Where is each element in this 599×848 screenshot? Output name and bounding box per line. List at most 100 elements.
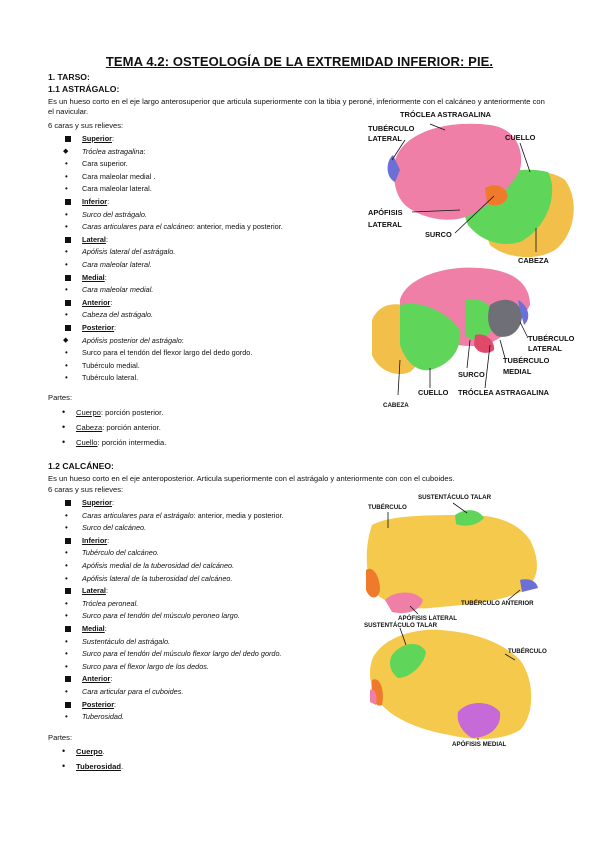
astragalo-partes: Cuerpo: porción posterior. Cabeza: porci…	[58, 405, 166, 450]
label-c-sustentaculo-b: SUSTENTÁCULO TALAR	[364, 622, 438, 629]
list-item: Cuerpo.	[58, 744, 123, 759]
leader-line	[452, 502, 468, 514]
astragalo-head-region-b	[372, 304, 426, 375]
list-item: Lateral:	[62, 234, 283, 247]
label-c-apofisis-medial: APÓFISIS MEDIAL	[452, 741, 507, 748]
list-item: Cuerpo: porción posterior.	[58, 405, 166, 420]
astragalo-red-b	[474, 334, 495, 353]
list-item: Tubérculo lateral.	[62, 372, 283, 385]
list-item: Sustentáculo del astrágalo.	[62, 636, 284, 649]
list-item: Cabeza: porción anterior.	[58, 420, 166, 435]
list-item: Cara maleolar medial .	[62, 171, 283, 184]
label-tub-lateral-b1: TUBÉRCULO	[528, 334, 575, 343]
label-surco: SURCO	[425, 230, 452, 239]
leader-line	[429, 123, 446, 131]
calcaneo-pink-b	[370, 689, 377, 705]
astragalo-intro: Es un hueso corto en el eje largo antero…	[48, 97, 545, 116]
leader-line	[391, 139, 406, 161]
list-item: Lateral:	[62, 585, 284, 598]
label-c-tuberculo-b: TUBÉRCULO	[508, 648, 547, 655]
label-cuello-b: CUELLO	[418, 388, 449, 397]
calcaneo-orange-b	[371, 679, 383, 706]
calcaneo-anterior-blue	[520, 579, 538, 592]
list-item: Surco para el tendón del músculo flexor …	[62, 648, 284, 661]
leader-line	[454, 195, 495, 234]
label-tub-lateral-b2: LATERAL	[528, 344, 562, 353]
leader-line	[519, 321, 529, 339]
label-tub-medial-2: MEDIAL	[503, 367, 532, 376]
astragalo-neck-region	[455, 169, 553, 245]
section-heading-calcaneo: 1.2 CALCÁNEO:	[48, 461, 114, 471]
leader-line	[399, 627, 407, 646]
astragalo-list: Superior: Tróclea astragalina: Cara supe…	[62, 133, 283, 385]
calcaneo-posterior-orange	[366, 568, 380, 598]
list-item: Apófisis medial de la tuberosidad del ca…	[62, 560, 284, 573]
list-item: Medial:	[62, 623, 284, 636]
list-item: Surco para el tendón del flexor largo de…	[62, 347, 283, 360]
list-item: Inferior:	[62, 196, 283, 209]
calcaneo-body-b	[370, 629, 532, 739]
page-title: TEMA 4.2: OSTEOLOGÍA DE LA EXTREMIDAD IN…	[105, 54, 494, 69]
calcaneo-partes-label: Partes:	[48, 733, 73, 742]
list-item: Caras articulares para el astrágalo: ant…	[62, 510, 284, 523]
calcaneo-intro: Es un hueso corto en el eje anteroposter…	[48, 474, 455, 483]
calcaneo-purple-b	[457, 703, 501, 738]
calcaneo-partes: Cuerpo. Tuberosidad.	[58, 744, 123, 774]
list-item: Apófisis lateral del astrágalo.	[62, 246, 283, 259]
list-item: Tubérculo del calcáneo.	[62, 547, 284, 560]
section-heading-tarso: 1. TARSO:	[48, 72, 90, 82]
list-item: Tróclea peroneal.	[62, 598, 284, 611]
list-item: Surco para el tendón del músculo peroneo…	[62, 610, 284, 623]
label-surco-b: SURCO	[458, 370, 485, 379]
label-cabeza-b: CABEZA	[383, 402, 409, 409]
leader-line	[484, 344, 491, 389]
label-troclea-b: TRÓCLEA ASTRAGALINA	[458, 388, 550, 397]
astragalo-lateral-process	[485, 185, 508, 206]
label-c-tuberculo: TUBÉRCULO	[368, 504, 407, 511]
list-item: Cara maleolar lateral.	[62, 183, 283, 196]
label-cuello: CUELLO	[505, 133, 536, 142]
astragalo-green-b2	[465, 299, 495, 341]
astragalo-partes-label: Partes:	[48, 393, 73, 402]
calcaneo-body	[366, 515, 537, 609]
calcaneo-caras: 6 caras y sus relieves:	[48, 485, 124, 494]
list-item: Tróclea astragalina:	[62, 146, 283, 159]
label-cabeza: CABEZA	[518, 256, 549, 265]
label-apofisis-2: LATERAL	[368, 220, 402, 229]
list-item: Tuberosidad.	[62, 711, 284, 724]
list-item: Inferior:	[62, 535, 284, 548]
list-item: Cabeza del astrágalo.	[62, 309, 283, 322]
leader-line	[409, 605, 419, 615]
astragalo-trochlea-region	[393, 123, 522, 220]
label-tub-lateral-2: LATERAL	[368, 134, 402, 143]
list-item: Cara maleolar medial.	[62, 284, 283, 297]
list-item: Posterior:	[62, 322, 283, 335]
list-item: Cara maleolar lateral.	[62, 259, 283, 272]
list-item: Cuello: porción intermedia.	[58, 435, 166, 450]
astragalo-gray-b	[488, 299, 522, 337]
list-item: Cara articular para el cuboides.	[62, 686, 284, 699]
calcaneo-pink-tuberosity	[385, 592, 423, 614]
list-item: Apófisis lateral de la tuberosidad del c…	[62, 573, 284, 586]
list-item: Tuberosidad.	[58, 759, 123, 774]
list-item: Caras articulares para el calcáneo: ante…	[62, 221, 283, 234]
list-item: Anterior:	[62, 673, 284, 686]
astragalo-caras: 6 caras y sus relieves:	[48, 121, 124, 130]
label-tub-lateral-1: TUBÉRCULO	[368, 124, 415, 133]
section-heading-astragalo: 1.1 ASTRÁGALO:	[48, 84, 120, 94]
label-c-sustentaculo: SUSTENTÁCULO TALAR	[418, 494, 492, 501]
label-troclea: TRÓCLEA ASTRAGALINA	[400, 110, 492, 119]
list-item: Posterior:	[62, 699, 284, 712]
calcaneo-list: Superior: Caras articulares para el astr…	[62, 497, 284, 724]
list-item: Cara superior.	[62, 158, 283, 171]
list-item: Surco del calcáneo.	[62, 522, 284, 535]
list-item: Surco del astrágalo.	[62, 209, 283, 222]
list-item: Superior:	[62, 497, 284, 510]
leader-line	[397, 359, 401, 396]
list-item: Anterior:	[62, 297, 283, 310]
label-tub-medial-1: TUBÉRCULO	[503, 356, 550, 365]
list-item: Apófisis posterior del astrágalo:	[62, 335, 283, 348]
leader-line	[466, 339, 471, 369]
astragalo-lateral-tubercle	[387, 155, 400, 182]
label-apofisis-1: APÓFISIS	[368, 208, 403, 217]
